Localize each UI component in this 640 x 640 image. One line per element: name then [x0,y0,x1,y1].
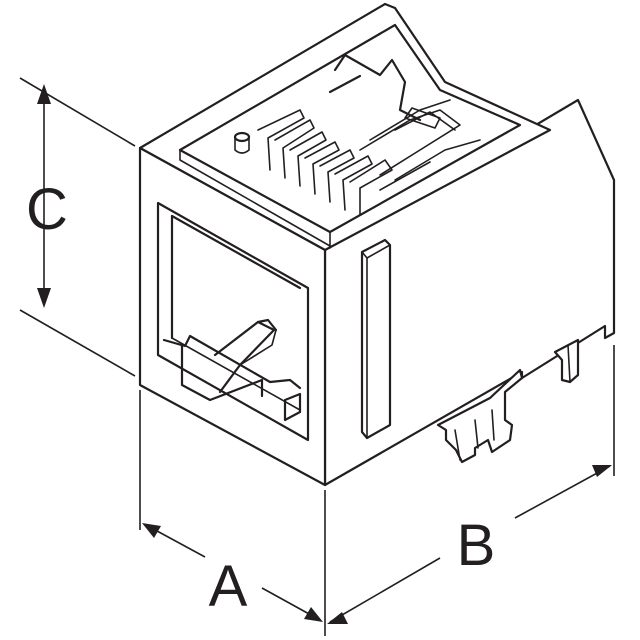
mounting-pegs [436,338,580,464]
contact-pins [257,99,481,216]
dimension-a: A [139,390,326,636]
jack-opening [156,201,310,442]
dimension-b: B [327,345,615,624]
dimension-c: C [19,77,136,377]
connector-body [138,2,616,487]
locating-post [233,131,251,154]
front-face [138,146,327,487]
top-latch [333,53,422,122]
dimension-c-label: C [26,177,68,242]
side-face [323,98,616,487]
top-recess-edge [178,23,522,234]
side-slot [360,238,392,440]
dimension-b-label: B [457,513,496,578]
dimension-a-label: A [209,554,248,619]
